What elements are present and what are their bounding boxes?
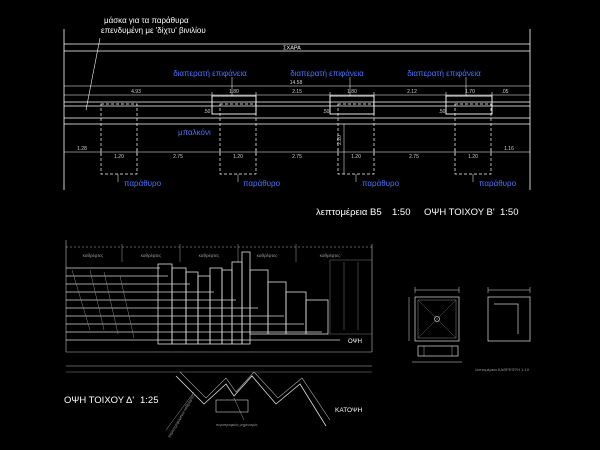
window-label-4: παράθυρο: [479, 179, 517, 188]
lower-dim-label: 2.75: [173, 154, 183, 160]
window-label-2: παράθυρο: [243, 179, 281, 188]
lower-dim-label: 1.20: [351, 154, 361, 160]
window-opening-4: [454, 103, 492, 175]
column-label-4: καθρέφτες: [257, 252, 279, 258]
column-label-3: καθρέφτες: [199, 252, 221, 258]
view-d-scale: 1:25: [140, 395, 159, 406]
small-dim-label: .50: [439, 109, 446, 115]
permeable-label-2: διαπερατή επιφάνεια: [290, 69, 364, 78]
mirror-plan: [165, 371, 331, 431]
small-dim-label: .50: [204, 109, 211, 115]
small-dimension-labels: .50 .50 .50: [204, 109, 446, 115]
mirror-detail-plan: [408, 287, 460, 342]
mask-note-line1: μάσκα για τα παράθυρα: [104, 16, 189, 25]
permeable-panel-1: [211, 95, 257, 115]
balcony-label: μπαλκόνι: [178, 128, 211, 137]
mask-note-line2: επενδυμένη με 'δίχτυ' βινιλίου: [101, 26, 206, 35]
plan-label: ΚΑΤΟΨΗ: [335, 407, 363, 414]
column-label-2: καθρέφτες: [141, 252, 163, 258]
detail-footer-note: λεπτομέρεια ΚΑΘΡΕΦΤΗ 1:10: [475, 367, 530, 372]
lower-dim-label: 1.20: [233, 154, 243, 160]
window-opening-2: [219, 103, 257, 175]
lower-dim-label: 1.20: [114, 154, 124, 160]
top-elevation-text: μάσκα για τα παράθυρα επενδυμένη με 'δίχ…: [77, 16, 518, 218]
upper-dim-label: .05: [502, 89, 509, 95]
permeable-label-1: διαπερατή επιφάνεια: [173, 69, 247, 78]
view-b-title: ΟΨΗ ΤΟΙΧΟΥ Β': [424, 207, 495, 218]
lower-dimension-labels: 1.28 1.20 2.75 1.20 2.75 1.20 2.75 1.20 …: [77, 146, 514, 160]
detail-label: λεπτομέρεια Β5: [316, 207, 382, 218]
upper-dim-label: 2.15: [292, 89, 302, 95]
upper-dim-label: 4.93: [131, 89, 141, 95]
upper-dim-label: 1.70: [465, 89, 475, 95]
column-label-5: καθρέφτες: [320, 252, 342, 258]
lower-dim-label: 2.75: [292, 154, 302, 160]
mirror-detail-section: [487, 287, 531, 342]
lower-dim-label: 1.28: [77, 146, 87, 152]
upper-dim-label: 2.12: [407, 89, 417, 95]
plan-note-mechanism: περιστροφικός μηχανισμός: [216, 423, 258, 427]
small-dim-label: .50: [323, 109, 330, 115]
view-d-title: ΟΨΗ ΤΟΙΧΟΥ Δ': [64, 395, 134, 406]
window-opening-3: [337, 103, 375, 175]
top-elevation: [63, 29, 531, 190]
window-opening-1: [100, 103, 138, 175]
permeable-label-3: διαπερατή επιφάνεια: [407, 69, 481, 78]
mirror-detail-elevation: [412, 345, 462, 363]
grille-label: ΣΧΑΡΑ: [283, 46, 301, 52]
upper-dim-label: 1.80: [347, 89, 357, 95]
lower-dim-label: 2.75: [409, 154, 419, 160]
permeable-panel-3: [445, 95, 493, 115]
window-label-1: παράθυρο: [124, 179, 162, 188]
detail-scale: 1:50: [392, 207, 411, 218]
column-label-1: καθρέφτες: [83, 252, 105, 258]
overall-dimension: 14.58: [290, 80, 303, 86]
mask-note-leader: [85, 37, 101, 111]
wall-d-elevation: [65, 240, 373, 373]
upper-dim-label: 1.80: [229, 89, 239, 95]
permeable-panel-2: [329, 95, 375, 115]
vertical-dimension: 2.20: [337, 135, 343, 145]
lower-dim-label: 1.16: [504, 146, 514, 152]
window-label-3: παράθυρο: [362, 179, 400, 188]
upper-dimension-labels: 4.93 1.80 2.15 1.80 2.12 1.70 .05: [131, 89, 509, 95]
lower-dim-label: 1.20: [468, 154, 478, 160]
view-tag: ΟΨΗ: [348, 339, 362, 345]
view-b-scale: 1:50: [500, 207, 519, 218]
